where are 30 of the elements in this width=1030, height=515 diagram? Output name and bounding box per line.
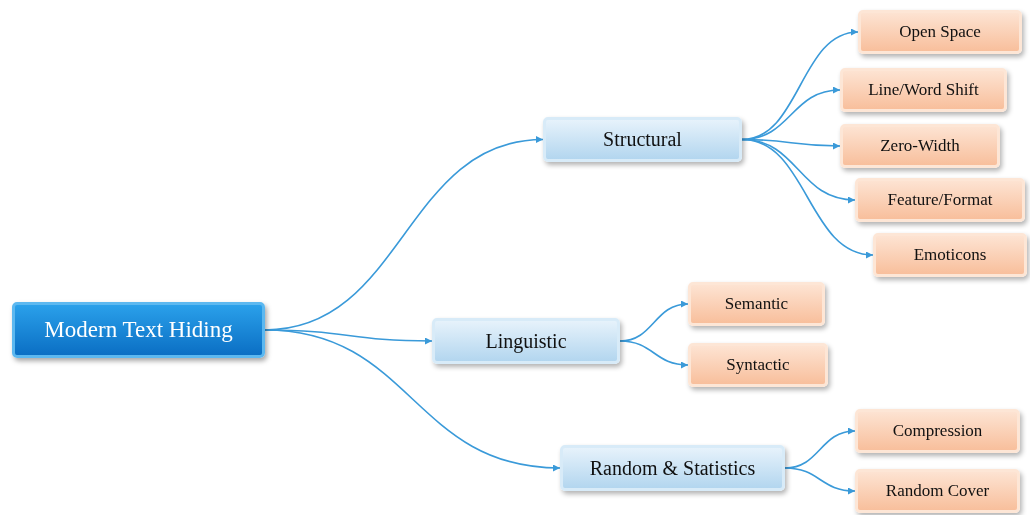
leaf-box — [840, 124, 1000, 168]
node-label: Modern Text Hiding — [44, 317, 233, 343]
arrow — [784, 467, 856, 495]
leaf-box — [855, 178, 1025, 222]
node-label: Open Space — [899, 22, 981, 42]
category-box — [432, 318, 620, 364]
node-label: Random Cover — [885, 481, 990, 501]
arrow — [741, 138, 874, 258]
arrow — [264, 329, 561, 471]
node-label: Zero-Width — [880, 136, 960, 156]
node-label: Linguistic — [485, 329, 567, 353]
leaf-box — [688, 343, 828, 387]
node-label: Compression — [892, 421, 983, 441]
leaf-box — [855, 409, 1020, 453]
category-box — [560, 445, 785, 491]
node-label: Feature/Format — [887, 190, 993, 210]
node-label: Line/Word Shift — [868, 80, 979, 100]
leaf-box — [840, 68, 1007, 112]
leaf-box — [688, 282, 825, 326]
node-label: Semantic — [724, 294, 789, 314]
leaf-box — [873, 233, 1027, 277]
node-label: Random & Statistics — [589, 456, 756, 480]
root-box — [12, 302, 265, 358]
arrow — [619, 340, 689, 369]
category-box — [543, 117, 742, 162]
node-label: Structural — [603, 128, 682, 151]
leaf-box — [855, 469, 1020, 513]
node-label: Emoticons — [913, 245, 987, 265]
leaf-box — [858, 10, 1022, 54]
node-label: Syntactic — [726, 355, 790, 375]
